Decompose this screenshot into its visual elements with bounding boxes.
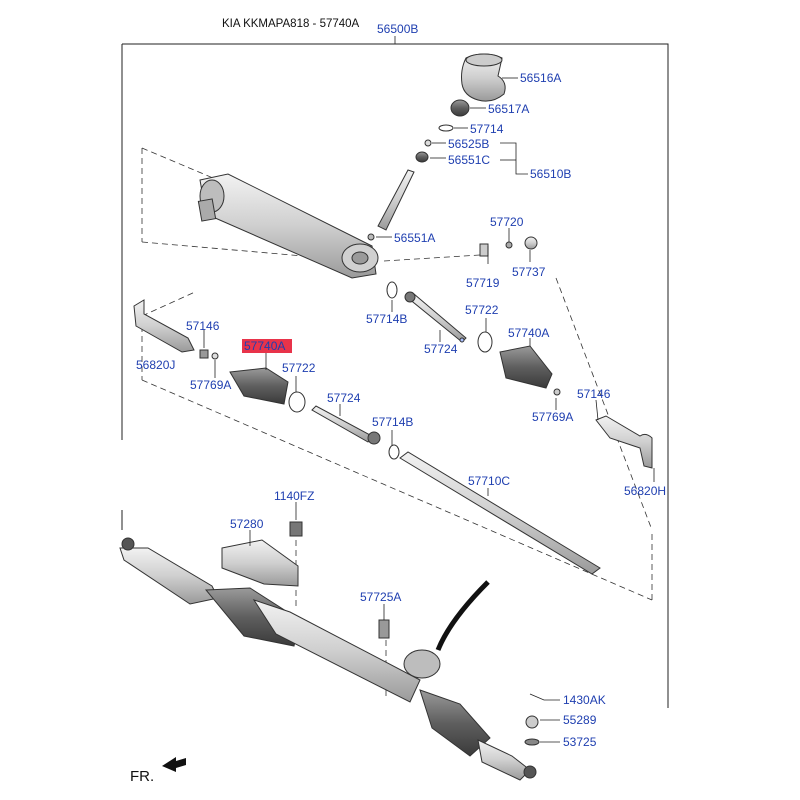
part-label-57737[interactable]: 57737: [512, 265, 546, 279]
part-label-57714B-upper[interactable]: 57714B: [366, 312, 407, 326]
part-label-57710C[interactable]: 57710C: [468, 474, 510, 488]
part-label-57769A-right[interactable]: 57769A: [532, 410, 573, 424]
part-label-57722-left[interactable]: 57722: [282, 361, 316, 375]
fr-label: FR.: [130, 768, 154, 785]
part-label-56551C[interactable]: 56551C: [448, 153, 490, 167]
part-label-56820J[interactable]: 56820J: [136, 358, 175, 372]
rack-housing-upper: [197, 173, 379, 279]
part-label-55289[interactable]: 55289: [563, 713, 597, 727]
part-label-57146-right[interactable]: 57146: [577, 387, 611, 401]
part-label-56516A[interactable]: 56516A: [520, 71, 561, 85]
assembly-label-56500B[interactable]: 56500B: [377, 22, 418, 36]
part-label-57724-lower[interactable]: 57724: [327, 391, 361, 405]
part-label-57714[interactable]: 57714: [470, 122, 504, 136]
part-label-57719[interactable]: 57719: [466, 276, 500, 290]
leader-lines: [203, 77, 655, 743]
part-label-1430AK[interactable]: 1430AK: [563, 693, 606, 707]
highlight-box: [242, 339, 292, 353]
upper-small-parts: [367, 53, 538, 299]
part-label-1140FZ[interactable]: 1140FZ: [274, 489, 314, 503]
part-label-57769A-left[interactable]: 57769A: [190, 378, 231, 392]
part-label-53725[interactable]: 53725: [563, 735, 597, 749]
highlighted-part-57740A[interactable]: 57740A: [242, 339, 292, 353]
part-label-57720[interactable]: 57720: [490, 215, 524, 229]
front-direction-arrow-icon: [162, 757, 186, 772]
part-label-57725A[interactable]: 57725A: [360, 590, 401, 604]
part-label-56820H[interactable]: 56820H: [624, 484, 666, 498]
part-label-56551A[interactable]: 56551A: [394, 231, 435, 245]
part-label-57146-left[interactable]: 57146: [186, 319, 220, 333]
part-label-56510B[interactable]: 56510B: [530, 167, 571, 181]
front-direction-indicator: FR.: [130, 757, 186, 785]
part-labels: 56516A 56517A 57714 56525B 56551C 56510B…: [136, 71, 666, 749]
part-label-57724-upper[interactable]: 57724: [424, 342, 458, 356]
diagram-header: KIA KKMAPA818 - 57740A: [222, 18, 360, 30]
part-label-57280[interactable]: 57280: [230, 517, 264, 531]
part-label-57722-right[interactable]: 57722: [465, 303, 499, 317]
assembly-frame: [121, 36, 669, 708]
rack-assembly-lower: [119, 521, 540, 781]
part-label-57740A-right[interactable]: 57740A: [508, 326, 549, 340]
part-label-57740A-left[interactable]: 57740A: [244, 339, 285, 353]
part-label-56517A[interactable]: 56517A: [488, 102, 529, 116]
tie-rod-components: [133, 291, 653, 575]
part-label-57714B-lower[interactable]: 57714B: [372, 415, 413, 429]
part-label-56525B[interactable]: 56525B: [448, 137, 489, 151]
